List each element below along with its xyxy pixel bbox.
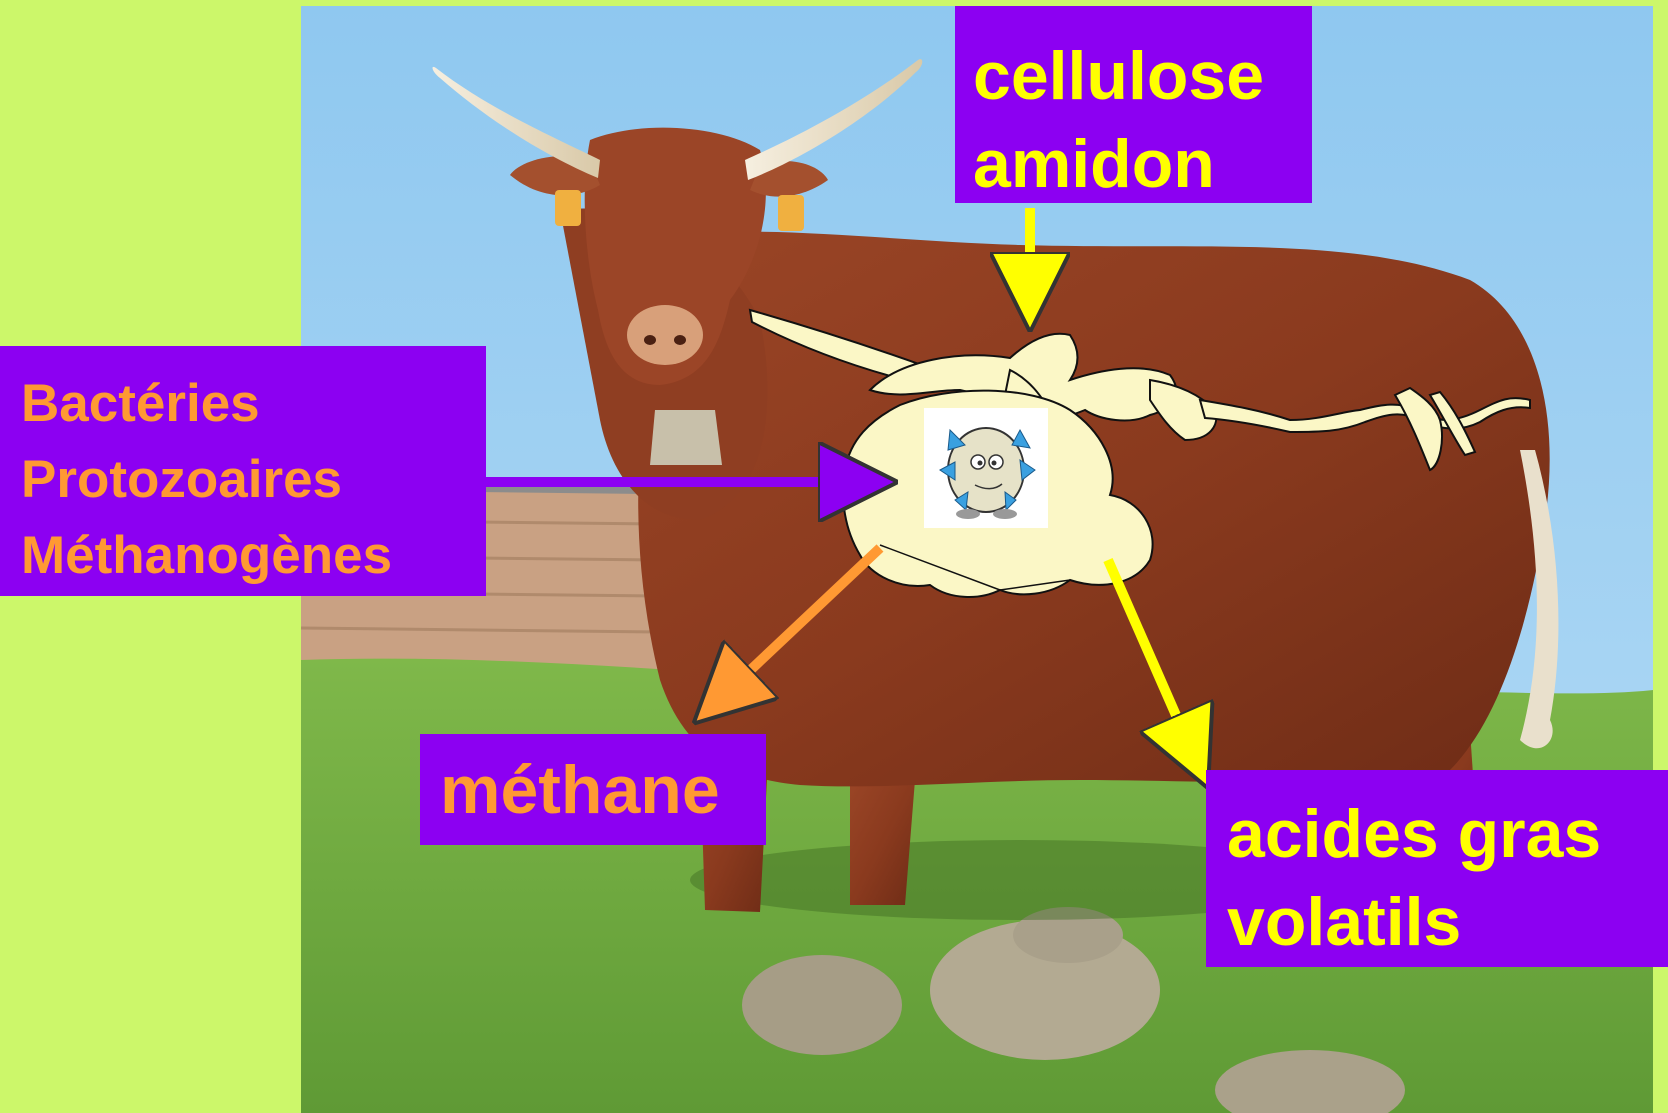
- substrates-label: cellulose amidon: [955, 6, 1312, 203]
- methane-label: méthane: [420, 734, 766, 845]
- substrates-line-1: cellulose: [973, 32, 1312, 120]
- microbe-icon: [924, 408, 1048, 528]
- agv-line-2: volatils: [1227, 878, 1668, 966]
- volatile-fatty-acids-label: acides gras volatils: [1206, 770, 1668, 967]
- microbes-line-3: Méthanogènes: [21, 518, 486, 594]
- microbes-line-2: Protozoaires: [21, 442, 486, 518]
- methane-line-1: méthane: [440, 750, 766, 830]
- rock: [742, 955, 902, 1055]
- substrates-line-2: amidon: [973, 120, 1312, 208]
- agv-line-1: acides gras: [1227, 790, 1668, 878]
- microbes-line-1: Bactéries: [21, 366, 486, 442]
- microbes-label: Bactéries Protozoaires Méthanogènes: [0, 346, 486, 596]
